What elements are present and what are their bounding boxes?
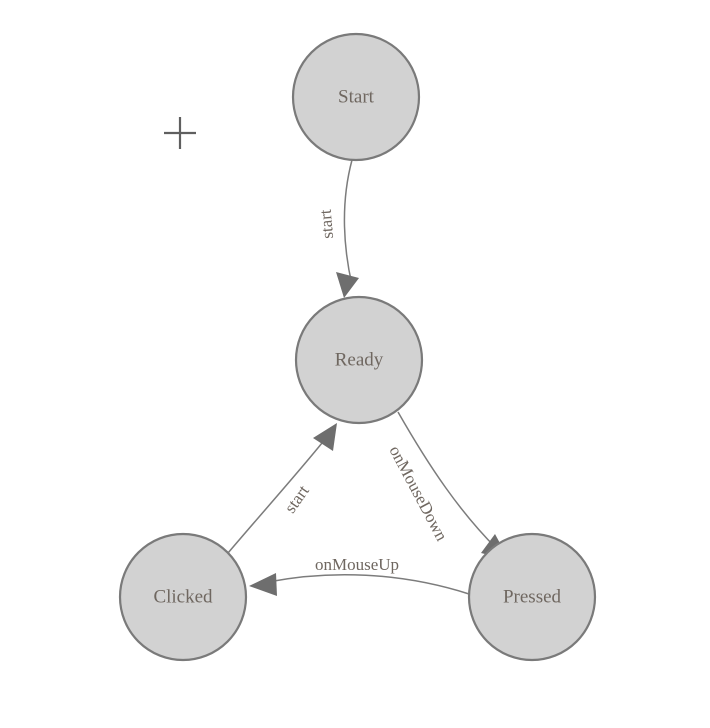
- node-clicked-label: Clicked: [153, 586, 213, 607]
- node-start-label: Start: [338, 86, 375, 107]
- node-ready-label: Ready: [335, 349, 384, 370]
- node-start[interactable]: Start: [291, 32, 421, 162]
- node-clicked[interactable]: Clicked: [118, 532, 248, 662]
- edge-pressed-to-clicked[interactable]: onMouseUp: [249, 555, 470, 596]
- node-pressed-label: Pressed: [503, 586, 562, 607]
- edge-clicked-to-ready-arrowhead: [313, 423, 337, 451]
- edge-clicked-to-ready[interactable]: start: [227, 423, 337, 554]
- edge-pressed-to-clicked-arrowhead: [249, 573, 277, 596]
- edge-ready-to-pressed[interactable]: onMouseDown: [385, 411, 509, 560]
- node-clicked-shape: [118, 532, 248, 662]
- edge-label-ready-to-pressed: onMouseDown: [385, 443, 451, 545]
- node-ready-shape: [294, 295, 424, 425]
- edge-pressed-to-clicked-path: [267, 573, 470, 595]
- edge-label-pressed-to-clicked: onMouseUp: [315, 555, 399, 574]
- edge-label-start-to-ready: start: [316, 208, 338, 239]
- edge-ready-to-pressed-path: [397, 411, 498, 550]
- edge-start-to-ready-path: [343, 159, 353, 286]
- edge-start-to-ready[interactable]: start: [316, 159, 359, 298]
- node-pressed-shape: [467, 532, 597, 662]
- node-ready[interactable]: Ready: [294, 295, 424, 425]
- node-start-shape: [291, 32, 421, 162]
- edge-clicked-to-ready-path: [227, 442, 323, 554]
- node-pressed[interactable]: Pressed: [467, 532, 597, 662]
- edge-start-to-ready-arrowhead: [336, 272, 359, 298]
- plus-marker-icon: [164, 117, 196, 149]
